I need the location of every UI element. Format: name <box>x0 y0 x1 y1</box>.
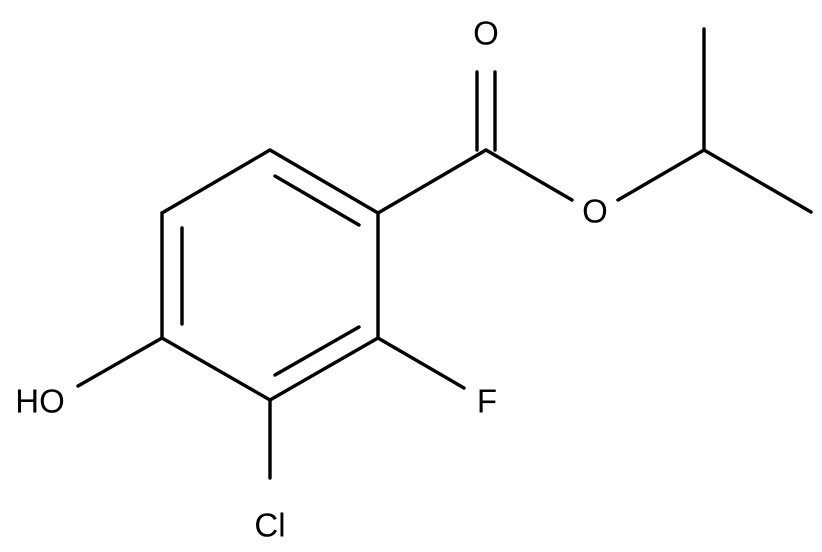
bonds <box>76 27 813 480</box>
hydroxyl-label: HO <box>15 383 65 420</box>
bond-ester-oxygen-to-isopropyl-ch <box>616 148 706 202</box>
atom-labels: O O F Cl HO <box>15 15 608 544</box>
bond-ring-to-carbonyl-carbon <box>376 148 488 215</box>
ester-oxygen-label: O <box>582 193 608 230</box>
carbonyl-oxygen-label: O <box>473 15 499 52</box>
ring-bond-c6-c1 <box>160 148 272 215</box>
ring-bond-c4-c5 <box>160 336 272 402</box>
ring-inner-double-bond-top <box>273 174 361 227</box>
fluorine-label: F <box>477 383 497 420</box>
chlorine-label: Cl <box>254 507 285 544</box>
bond-ring-to-fluorine <box>376 336 466 390</box>
bond-carbonyl-carbon-to-ester-oxygen <box>484 148 574 202</box>
ring-bond-c1-c2 <box>268 148 380 215</box>
ring-bond-c3-c4 <box>268 336 380 402</box>
bond-ring-to-hydroxyl <box>76 336 164 388</box>
ring-inner-double-bond-bottom <box>273 325 361 377</box>
bond-isopropyl-ch-to-methyl-right <box>702 148 813 214</box>
